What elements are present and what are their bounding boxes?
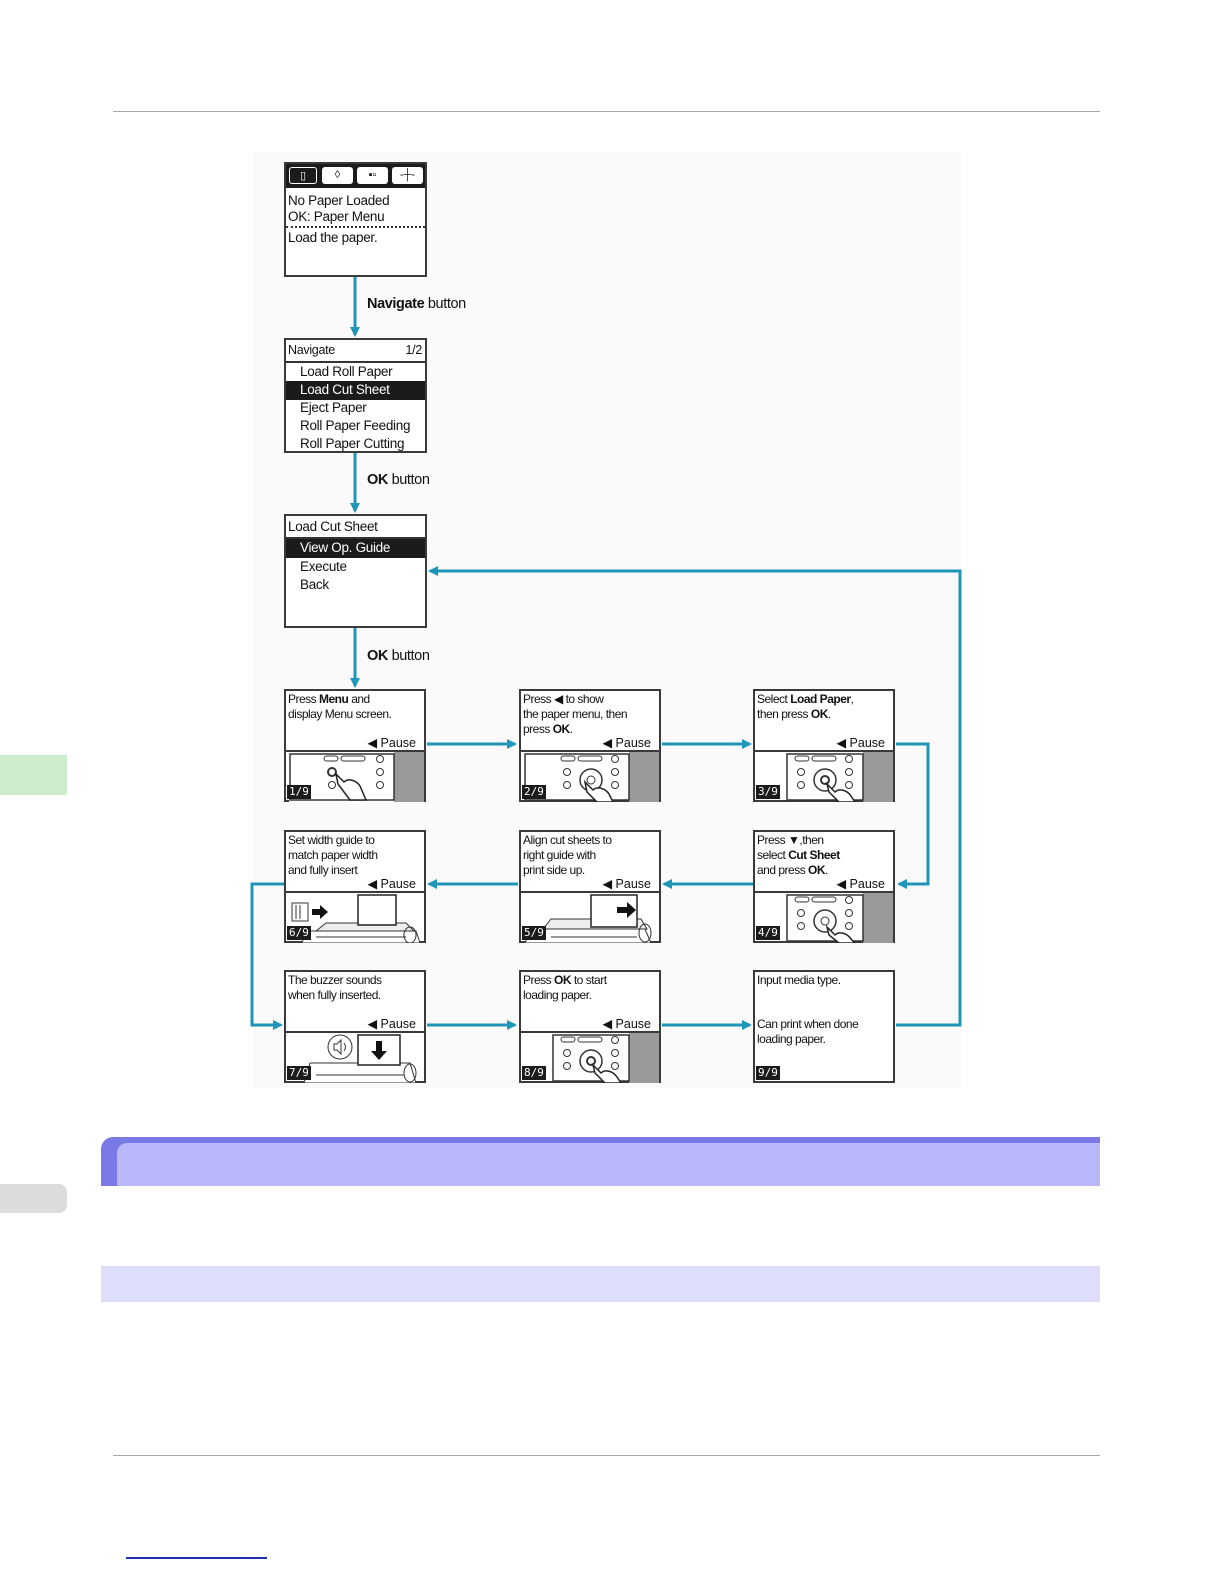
step-number: 2/9 [522, 785, 546, 799]
step-number: 1/9 [287, 785, 311, 799]
pause-label[interactable]: ◀ Pause [836, 877, 885, 891]
lcd-status-line-1: No Paper Loaded [288, 193, 390, 208]
arrow-step6-to-step7 [250, 882, 284, 1030]
section-heading-inner [117, 1143, 1100, 1186]
pause-label[interactable]: ◀ Pause [367, 736, 416, 750]
step-number: 3/9 [756, 785, 780, 799]
tab-settings[interactable]: -┼- [392, 167, 423, 184]
menu-item-roll-paper-feeding[interactable]: Roll Paper Feeding [300, 418, 411, 433]
tab-job[interactable]: ▪▫ [357, 167, 388, 184]
lcd-message: Load the paper. [288, 230, 378, 245]
control-panel-left-key-illustration [524, 752, 659, 802]
step-divider [286, 750, 424, 752]
control-panel-menu-illustration [289, 752, 424, 802]
step-divider [755, 891, 893, 893]
control-panel-ok-illustration [786, 752, 893, 802]
subsection-heading-band [101, 1266, 1100, 1302]
menu-item-roll-paper-cutting[interactable]: Roll Paper Cutting [300, 436, 405, 451]
step-number: 4/9 [756, 926, 780, 940]
step-number: 7/9 [287, 1066, 311, 1080]
pause-label[interactable]: ◀ Pause [836, 736, 885, 750]
control-panel-down-key-illustration [786, 893, 893, 943]
step-divider [286, 891, 424, 893]
lcd-page-indicator: 1/2 [405, 343, 423, 357]
step-divider [755, 750, 893, 752]
control-panel-ok-start-illustration [552, 1033, 659, 1083]
ok-button-label-1: OK button [367, 472, 430, 488]
step-instructions: Input media type. [757, 973, 841, 987]
step-divider [521, 891, 659, 893]
step-divider [521, 750, 659, 752]
lcd-screen-no-paper: ▯ ◊ ▪▫ -┼- No Paper Loaded OK: Paper Men… [284, 162, 427, 277]
step-divider [521, 1031, 659, 1033]
lcd-divider [286, 226, 425, 228]
printer-width-guide-illustration [291, 894, 421, 943]
tab-ink[interactable]: ◊ [322, 167, 353, 184]
lcd-screen-load-cut-sheet: Load Cut Sheet View Op. Guide Execute Ba… [284, 514, 427, 628]
menu-item-load-roll-paper[interactable]: Load Roll Paper [300, 364, 393, 379]
section-heading-band [101, 1137, 1100, 1186]
menu-item-execute[interactable]: Execute [300, 559, 347, 574]
step-divider [286, 1031, 424, 1033]
guide-step-3: Select Load Paper,then press OK. ◀ Pause… [753, 689, 895, 802]
arrow-step3-to-step4 [896, 742, 930, 889]
lcd-title-rule [286, 361, 425, 363]
navigate-button-label: Navigate button [367, 296, 466, 312]
menu-item-eject-paper[interactable]: Eject Paper [300, 400, 367, 415]
lcd-title: Navigate [288, 343, 335, 357]
arrow-step9-to-screen3 [428, 566, 962, 1027]
lcd-screen-navigate: Navigate 1/2 Load Roll Paper Load Cut Sh… [284, 338, 427, 453]
printer-align-sheet-illustration [524, 894, 652, 943]
step-instructions: Select Load Paper,then press OK. [757, 692, 854, 721]
step-number: 9/9 [756, 1066, 780, 1080]
pause-label[interactable]: ◀ Pause [367, 1017, 416, 1031]
lcd-status-line-2: OK: Paper Menu [288, 209, 385, 224]
step-number: 8/9 [522, 1066, 546, 1080]
ok-button-label-2: OK button [367, 648, 430, 664]
lcd-title: Load Cut Sheet [288, 519, 378, 534]
pause-label[interactable]: ◀ Pause [602, 877, 651, 891]
menu-item-view-op-guide[interactable]: View Op. Guide [286, 539, 425, 558]
section-side-tab[interactable] [0, 1184, 67, 1213]
chapter-side-tab[interactable] [0, 755, 67, 795]
step-number: 6/9 [287, 926, 311, 940]
lcd-title-rule [286, 537, 425, 539]
step-number: 5/9 [522, 926, 546, 940]
menu-item-back[interactable]: Back [300, 577, 329, 592]
pause-label[interactable]: ◀ Pause [602, 736, 651, 750]
tab-paper[interactable]: ▯ [289, 167, 317, 184]
menu-item-load-cut-sheet[interactable]: Load Cut Sheet [286, 381, 425, 400]
header-rule [113, 111, 1100, 112]
printer-buzzer-illustration [303, 1034, 417, 1083]
lcd-tab-bar: ▯ ◊ ▪▫ -┼- [286, 164, 425, 188]
footer-link-underline[interactable] [126, 1557, 267, 1559]
pause-label[interactable]: ◀ Pause [602, 1017, 651, 1031]
pause-label[interactable]: ◀ Pause [367, 877, 416, 891]
footer-rule [113, 1455, 1100, 1456]
